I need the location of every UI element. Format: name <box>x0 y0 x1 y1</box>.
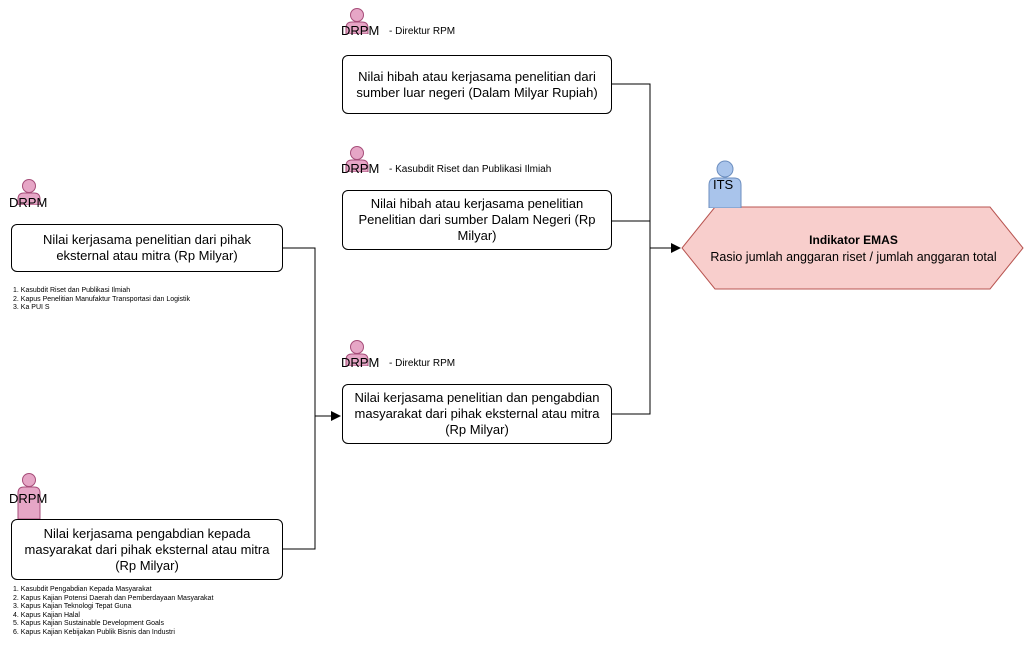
notes-pengabdian-item: 3. Kapus Kajian Teknologi Tepat Guna <box>13 603 132 611</box>
notes-pengabdian-item: 4. Kapus Kajian Halal <box>13 611 80 619</box>
connector-gabungan <box>612 248 651 415</box>
actor-role-drpm-3: - Direktur RPM <box>389 358 456 369</box>
box-kerjasama-penelitian[interactable]: Nilai kerjasama penelitian dari pihak ek… <box>11 224 283 272</box>
box-hibah-luar-negeri[interactable]: Nilai hibah atau kerjasama penelitian da… <box>342 55 612 114</box>
connector-luar-negeri <box>612 83 651 248</box>
notes-penelitian: 1. Kasubdit Riset dan Publikasi Ilmiah 2… <box>13 287 190 313</box>
box-hibah-dalam-negeri-text: Nilai hibah atau kerjasama penelitian Pe… <box>358 196 596 243</box>
actor-label-drpm-3: DRPM <box>341 355 380 370</box>
notes-penelitian-item: 2. Kapus Penelitian Manufaktur Transport… <box>13 295 191 303</box>
actor-role-drpm-1: - Direktur RPM <box>389 26 456 37</box>
indicator-title: Indikator EMAS <box>809 233 898 247</box>
notes-pengabdian-item: 5. Kapus Kajian Sustainable Development … <box>13 620 164 628</box>
notes-pengabdian-item: 1. Kasubdit Pengabdian Kepada Masyarakat <box>13 586 152 593</box>
notes-penelitian-item: 1. Kasubdit Riset dan Publikasi Ilmiah <box>13 287 131 294</box>
notes-pengabdian-item: 2. Kapus Kajian Potensi Daerah dan Pembe… <box>13 594 214 602</box>
actor-icon-drpm-3 <box>345 340 369 366</box>
connector-pengabdian <box>283 416 316 550</box>
actor-icon-drpm-1 <box>345 8 369 34</box>
notes-pengabdian: 1. Kasubdit Pengabdian Kepada Masyarakat… <box>13 586 213 638</box>
actor-label-its: ITS <box>713 177 734 192</box>
notes-penelitian-item: 3. Ka PUI S <box>13 304 50 312</box>
actor-icon-drpm-5 <box>17 473 41 519</box>
actor-label-drpm-2: DRPM <box>341 161 380 176</box>
actor-label-drpm-4: DRPM <box>9 195 48 210</box>
connector-penelitian <box>283 247 316 416</box>
actor-label-drpm-1: DRPM <box>341 23 380 38</box>
actor-icon-its <box>708 160 742 208</box>
box-hibah-luar-negeri-text: Nilai hibah atau kerjasama penelitian da… <box>356 68 598 100</box>
box-kerjasama-pengabdian-text: Nilai kerjasama pengabdian kepada masyar… <box>24 525 270 573</box>
box-hibah-dalam-negeri[interactable]: Nilai hibah atau kerjasama penelitian Pe… <box>342 190 612 250</box>
actor-role-drpm-2: - Kasubdit Riset dan Publikasi Ilmiah <box>389 164 552 175</box>
indicator-hexagon <box>681 206 1024 290</box>
notes-pengabdian-item: 6. Kapus Kajian Kebijakan Publik Bisnis … <box>13 628 175 636</box>
actor-icon-drpm-2 <box>345 146 369 172</box>
box-kerjasama-penelitian-text: Nilai kerjasama penelitian dari pihak ek… <box>42 232 252 263</box>
actor-icon-drpm-4 <box>17 179 41 205</box>
indicator-subtitle: Rasio jumlah anggaran riset / jumlah ang… <box>710 250 997 264</box>
box-kerjasama-pengabdian[interactable]: Nilai kerjasama pengabdian kepada masyar… <box>11 519 283 580</box>
actor-label-drpm-5: DRPM <box>9 491 48 506</box>
box-kerjasama-gabungan[interactable]: Nilai kerjasama penelitian dan pengabdia… <box>342 384 612 444</box>
box-kerjasama-gabungan-text: Nilai kerjasama penelitian dan pengabdia… <box>354 390 600 437</box>
